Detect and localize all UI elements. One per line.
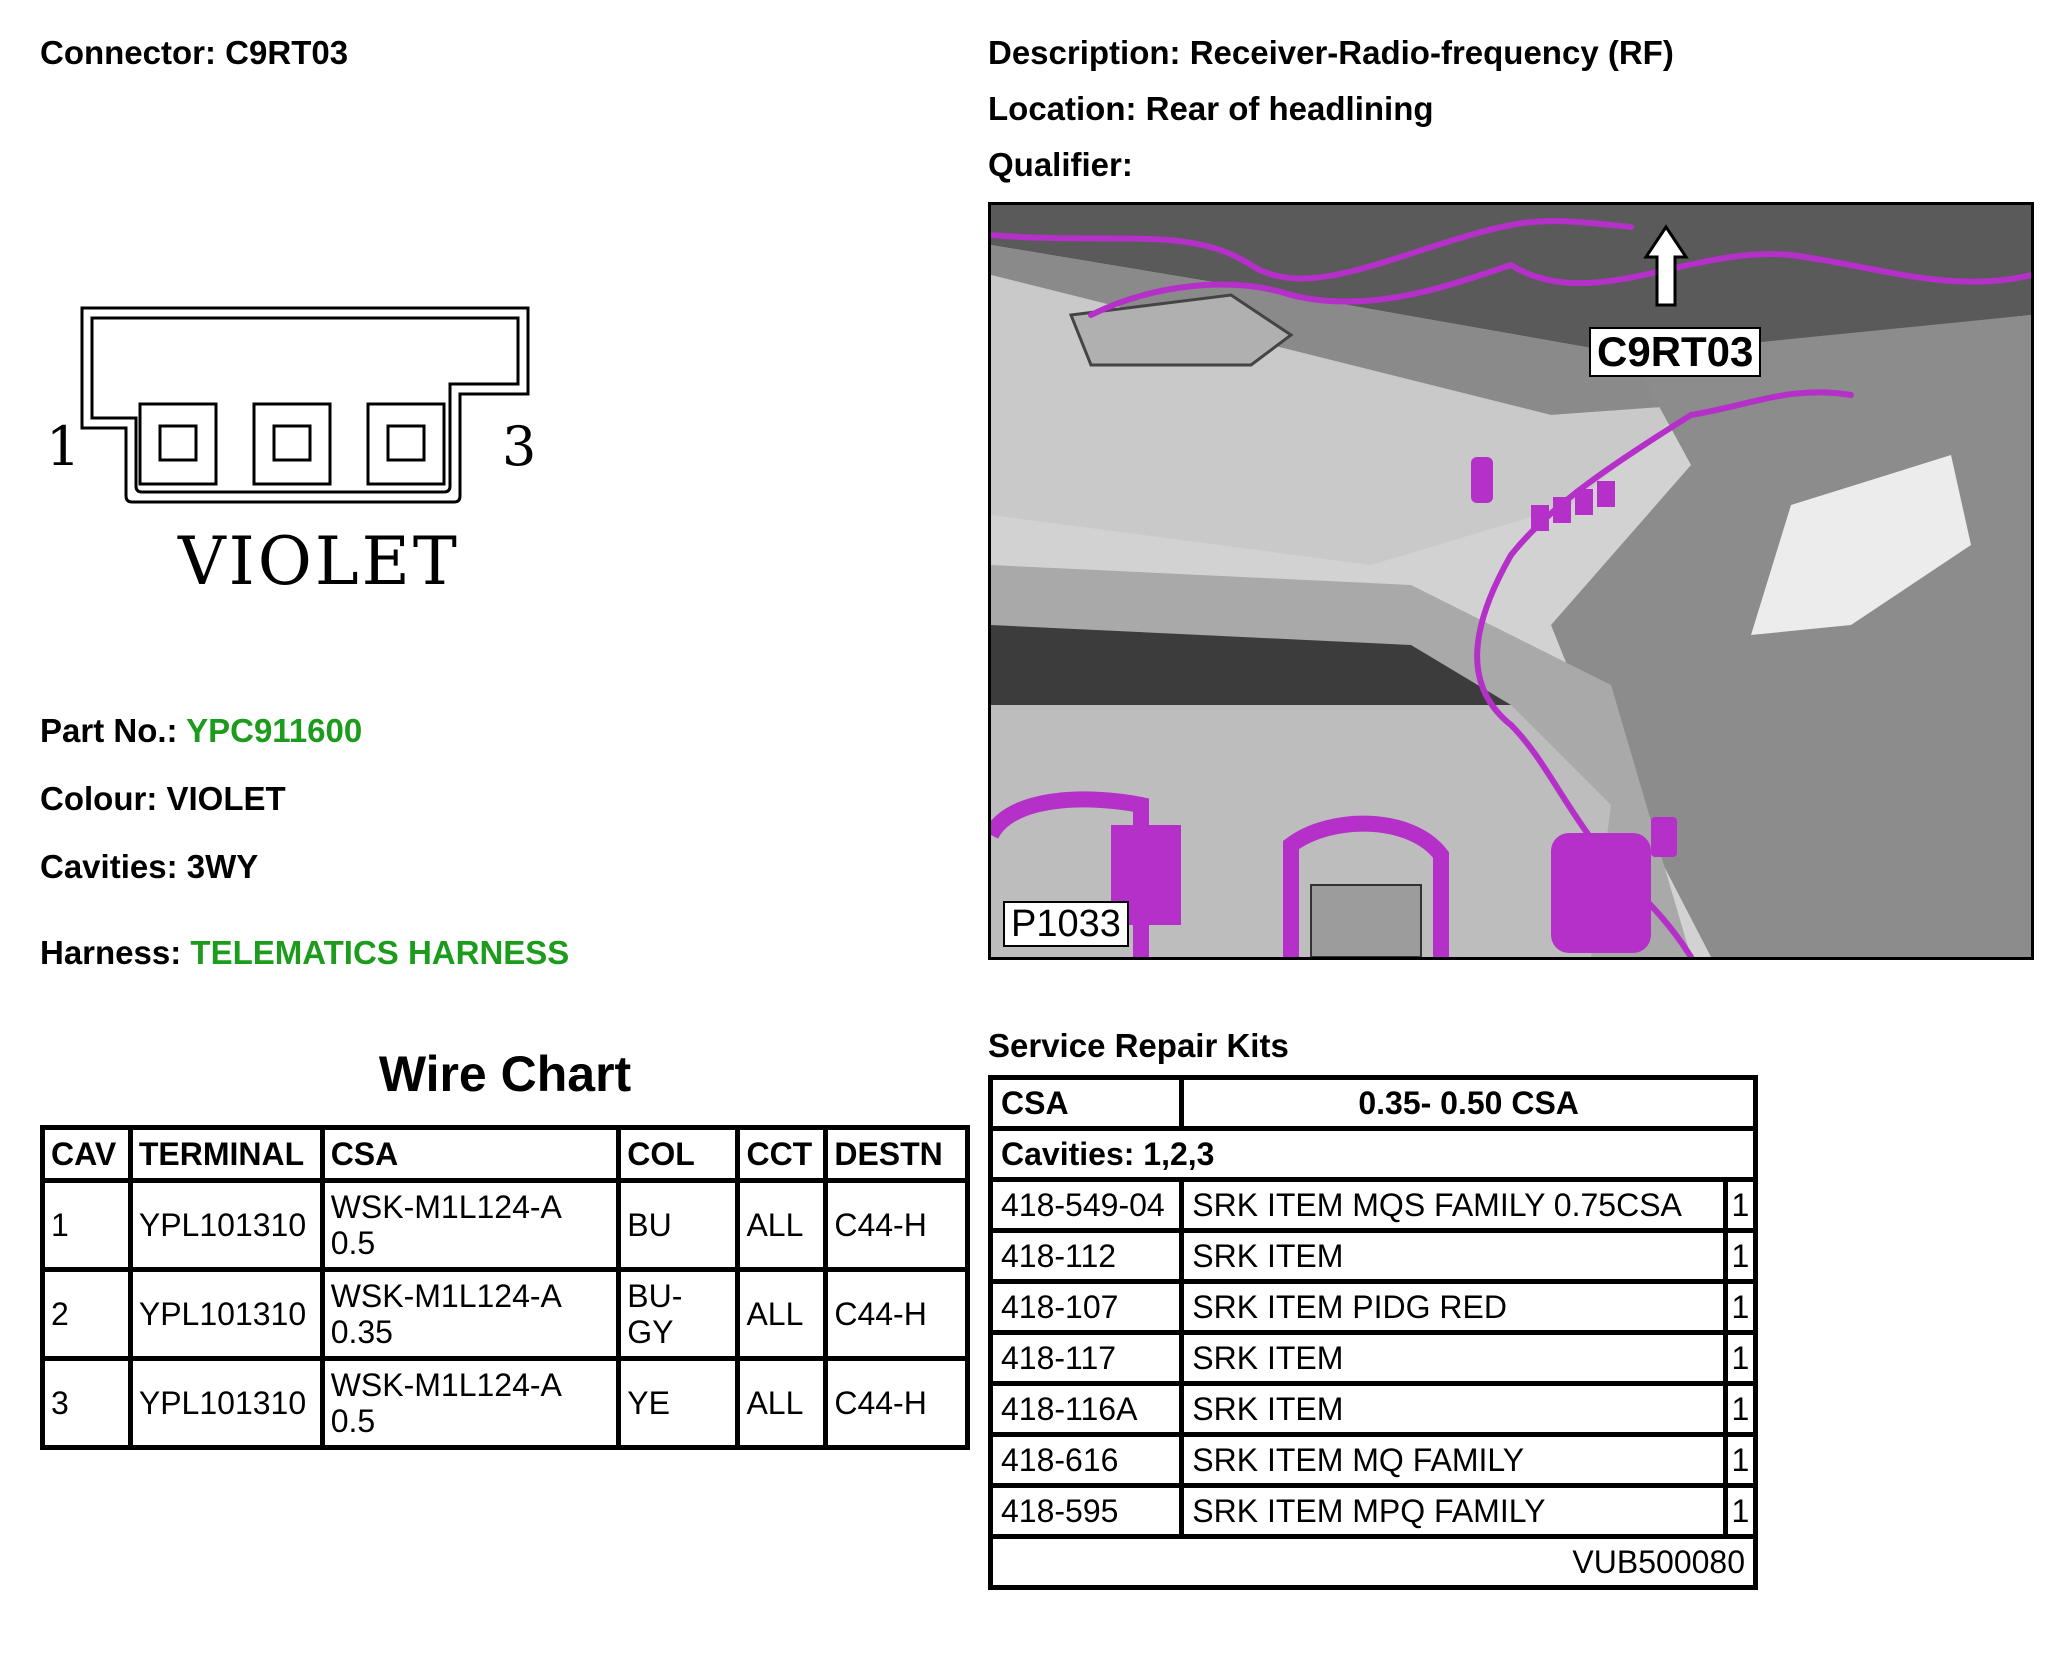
col-header-cav: CAV — [40, 1125, 133, 1183]
harness-line: Harness: TELEMATICS HARNESS — [40, 934, 570, 971]
kit-part-number: 418-112 — [987, 1228, 1185, 1284]
cell-cct: ALL — [735, 1178, 829, 1272]
cavities-value: 3WY — [186, 848, 259, 885]
kit-quantity: 1 — [1722, 1483, 1759, 1539]
kits-cavities-row: Cavities: 1,2,3 — [988, 1126, 1758, 1182]
colour-line: Colour: VIOLET — [40, 780, 286, 817]
cell-cav: 1 — [40, 1178, 133, 1272]
cell-terminal: YPL101310 — [127, 1267, 325, 1361]
col-header-csa: CSA — [319, 1125, 622, 1183]
col-header-terminal: TERMINAL — [127, 1125, 325, 1183]
service-kits-title: Service Repair Kits — [988, 1027, 1289, 1064]
kit-part-number: 418-107 — [987, 1279, 1185, 1335]
cell-terminal: YPL101310 — [127, 1356, 325, 1450]
kit-part-number: 418-117 — [987, 1330, 1185, 1386]
service-kits-table: CSA 0.35- 0.50 CSA Cavities: 1,2,3 418-5… — [987, 1075, 1759, 1590]
part-no-link[interactable]: YPC911600 — [186, 712, 363, 749]
qualifier-line: Qualifier: — [988, 146, 1133, 183]
vehicle-interior-illustration — [991, 205, 2031, 957]
table-row: 418-595 SRK ITEM MPQ FAMILY 1 — [987, 1483, 1759, 1539]
cell-cct: ALL — [735, 1267, 829, 1361]
cell-destn: C44-H — [823, 1267, 970, 1361]
col-header-destn: DESTN — [823, 1125, 970, 1183]
kit-description: SRK ITEM PIDG RED — [1179, 1279, 1728, 1335]
kits-csa-label: CSA — [987, 1075, 1185, 1131]
colour-value: VIOLET — [166, 780, 286, 817]
cavity-3-terminal — [386, 424, 426, 462]
kit-part-number: 418-116A — [987, 1381, 1185, 1437]
connector-housing-inner — [90, 316, 520, 494]
cell-terminal: YPL101310 — [127, 1178, 325, 1272]
cavities-line: Cavities: 3WY — [40, 848, 259, 885]
kit-quantity: 1 — [1722, 1177, 1759, 1233]
connector-housing-outer — [80, 306, 530, 504]
kit-quantity: 1 — [1722, 1381, 1759, 1437]
cell-col: BU-GY — [616, 1267, 741, 1361]
wire-chart-table: CAV TERMINAL CSA COL CCT DESTN 1 YPL1013… — [40, 1125, 970, 1450]
kit-description: SRK ITEM — [1179, 1228, 1728, 1284]
cell-col: YE — [616, 1356, 741, 1450]
table-row: 418-116A SRK ITEM 1 — [987, 1381, 1759, 1437]
wire-chart-header-row: CAV TERMINAL CSA COL CCT DESTN — [40, 1125, 970, 1183]
connector-face-diagram: 1 3 VIOLET — [46, 306, 536, 600]
table-row: 418-549-04 SRK ITEM MQS FAMILY 0.75CSA 1 — [987, 1177, 1759, 1233]
location-value: Rear of headlining — [1145, 90, 1434, 127]
table-row: 418-117 SRK ITEM 1 — [987, 1330, 1759, 1386]
harness-link[interactable]: TELEMATICS HARNESS — [190, 934, 570, 971]
cavity-2 — [252, 402, 332, 486]
col-header-col: COL — [616, 1125, 741, 1183]
cavity-1-terminal — [158, 424, 198, 462]
kits-cavities: Cavities: 1,2,3 — [988, 1126, 1758, 1182]
kit-part-number: 418-549-04 — [987, 1177, 1185, 1233]
wire-chart-title: Wire Chart — [378, 1046, 632, 1102]
connector-colour-label: VIOLET — [177, 523, 460, 600]
connector-heading: Connector: C9RT03 — [40, 34, 349, 71]
callout-connector-id: C9RT03 — [1589, 327, 1762, 377]
callout-p1033: P1033 — [1003, 901, 1129, 947]
kit-quantity: 1 — [1722, 1432, 1759, 1488]
table-row: 418-616 SRK ITEM MQ FAMILY 1 — [987, 1432, 1759, 1488]
kits-reference-row: VUB500080 — [988, 1534, 1758, 1590]
kit-description: SRK ITEM MQ FAMILY — [1179, 1432, 1728, 1488]
kits-reference-code: VUB500080 — [988, 1534, 1758, 1590]
kit-quantity: 1 — [1722, 1228, 1759, 1284]
kit-part-number: 418-595 — [987, 1483, 1185, 1539]
table-row: 418-107 SRK ITEM PIDG RED 1 — [987, 1279, 1759, 1335]
kits-csa-row: CSA 0.35- 0.50 CSA — [987, 1075, 1758, 1131]
kit-description: SRK ITEM — [1179, 1381, 1728, 1437]
cell-cav: 2 — [40, 1267, 133, 1361]
kit-quantity: 1 — [1722, 1330, 1759, 1386]
pin-label-last: 3 — [502, 415, 536, 478]
location-photo: C9RT03 P1033 — [988, 202, 2034, 960]
description-value: Receiver-Radio-frequency (RF) — [1189, 34, 1674, 71]
kit-description: SRK ITEM — [1179, 1330, 1728, 1386]
cell-destn: C44-H — [823, 1178, 970, 1272]
description-line: Description: Receiver-Radio-frequency (R… — [988, 34, 1674, 71]
location-line: Location: Rear of headlining — [988, 90, 1434, 127]
cavity-1 — [138, 402, 218, 486]
col-header-cct: CCT — [735, 1125, 829, 1183]
kit-description: SRK ITEM MPQ FAMILY — [1179, 1483, 1728, 1539]
kit-quantity: 1 — [1722, 1279, 1759, 1335]
cavity-2-terminal — [272, 424, 312, 462]
pin-label-first: 1 — [46, 415, 80, 478]
cavity-3 — [366, 402, 446, 486]
cell-destn: C44-H — [823, 1356, 970, 1450]
cell-cct: ALL — [735, 1356, 829, 1450]
part-no-line: Part No.: YPC911600 — [40, 712, 363, 749]
table-row: 418-112 SRK ITEM 1 — [987, 1228, 1759, 1284]
connector-id: C9RT03 — [225, 34, 349, 71]
cell-cav: 3 — [40, 1356, 133, 1450]
kit-part-number: 418-616 — [987, 1432, 1185, 1488]
cell-col: BU — [616, 1178, 741, 1272]
kits-csa-value: 0.35- 0.50 CSA — [1179, 1075, 1758, 1131]
kit-description: SRK ITEM MQS FAMILY 0.75CSA — [1179, 1177, 1728, 1233]
